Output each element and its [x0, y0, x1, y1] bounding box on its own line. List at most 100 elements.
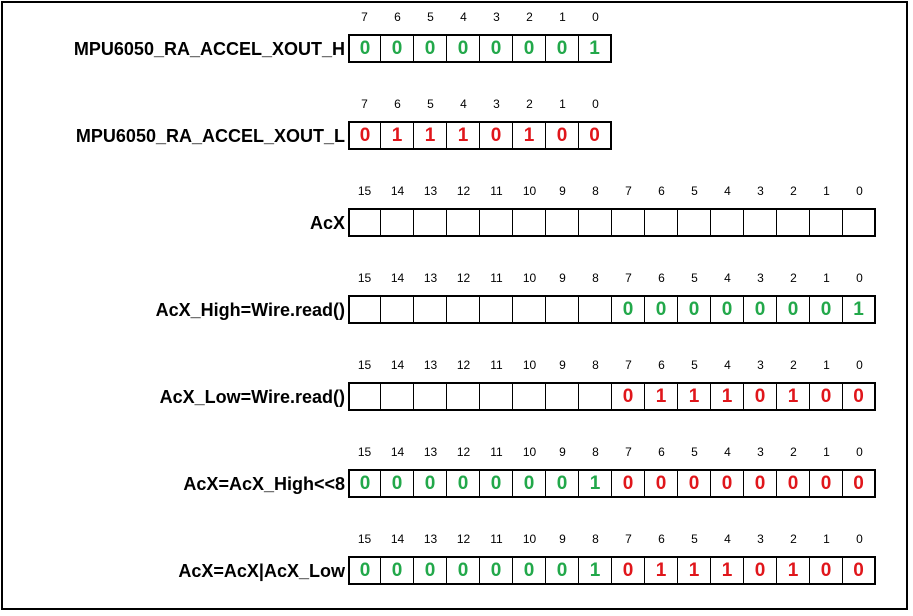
row-label: AcX_Low=Wire.read(): [159, 387, 345, 407]
bit-cell: 0: [513, 469, 546, 498]
bit-index: 13: [423, 184, 438, 198]
bit-cell: 0: [810, 469, 843, 498]
bit-index: 12: [456, 184, 471, 198]
bit-index: 8: [592, 184, 599, 198]
bit-cell: 0: [579, 121, 612, 150]
bit-cell: [447, 208, 480, 237]
bit-cell: 0: [612, 556, 645, 585]
bit-index: 7: [625, 358, 632, 372]
bit-cell: [513, 295, 546, 324]
bit-index: 5: [691, 184, 698, 198]
bit-cell: 0: [447, 34, 480, 63]
bit-index: 7: [625, 445, 632, 459]
bit-index: 0: [856, 445, 863, 459]
bit-index: 10: [522, 358, 537, 372]
bit-index: 9: [559, 445, 566, 459]
bit-index: 1: [823, 532, 830, 546]
bit-cell: [744, 208, 777, 237]
bit-cell: 0: [381, 34, 414, 63]
row-label: AcX=AcX|AcX_Low: [178, 561, 345, 581]
row-label: MPU6050_RA_ACCEL_XOUT_L: [75, 126, 345, 146]
bit-cell: 0: [843, 556, 876, 585]
bit-index: 1: [823, 184, 830, 198]
bit-cell: [480, 208, 513, 237]
bit-index: 5: [427, 10, 434, 24]
bit-cell: [579, 295, 612, 324]
bit-cell: [579, 208, 612, 237]
bit-index: 12: [456, 358, 471, 372]
bit-cell: [579, 382, 612, 411]
bit-index: 6: [658, 532, 665, 546]
bit-index: 6: [394, 10, 401, 24]
bit-cell: [414, 295, 447, 324]
bit-index: 3: [757, 184, 764, 198]
bit-cell: 0: [711, 295, 744, 324]
bit-cell: 1: [645, 382, 678, 411]
bit-cell: 0: [480, 469, 513, 498]
bit-index: 11: [490, 532, 503, 546]
bit-index: 10: [522, 532, 537, 546]
row-label: AcX: [309, 213, 345, 233]
bit-index: 13: [423, 445, 438, 459]
bit-index: 7: [361, 10, 368, 24]
bit-index: 14: [390, 184, 405, 198]
bit-cell: 0: [843, 469, 876, 498]
bit-cell: 0: [546, 34, 579, 63]
bit-cell: [612, 208, 645, 237]
bit-index: 11: [490, 184, 503, 198]
bit-index: 13: [423, 358, 438, 372]
bit-index: 0: [856, 532, 863, 546]
bit-cell: 1: [711, 382, 744, 411]
bit-cell: [711, 208, 744, 237]
bit-cell: [645, 208, 678, 237]
bit-cell: 0: [348, 556, 381, 585]
bit-index: 7: [625, 271, 632, 285]
bit-index: 9: [559, 532, 566, 546]
bit-index: 0: [856, 271, 863, 285]
bit-index: 1: [823, 358, 830, 372]
bit-cell: [777, 208, 810, 237]
bit-cell: 1: [645, 556, 678, 585]
bit-index: 2: [526, 97, 533, 111]
bit-index: 12: [456, 445, 471, 459]
bit-cell: [513, 382, 546, 411]
bit-index: 5: [691, 358, 698, 372]
bit-cell: [414, 382, 447, 411]
bit-index: 1: [559, 97, 566, 111]
bit-cell: 0: [447, 556, 480, 585]
bit-index: 15: [357, 184, 372, 198]
bit-index: 2: [526, 10, 533, 24]
bit-cell: 0: [348, 34, 381, 63]
bit-cell: 0: [414, 34, 447, 63]
bit-cell: 0: [744, 295, 777, 324]
bit-index: 4: [460, 10, 467, 24]
bit-index: 15: [357, 445, 372, 459]
bit-index: 11: [490, 271, 503, 285]
bit-cell: 0: [612, 382, 645, 411]
bit-cell: [843, 208, 876, 237]
bit-index: 4: [724, 445, 731, 459]
bit-cell: 0: [480, 34, 513, 63]
bit-index: 10: [522, 184, 537, 198]
bit-index: 5: [691, 445, 698, 459]
bit-index: 13: [423, 532, 438, 546]
bit-cell: [546, 382, 579, 411]
bit-index: 15: [357, 358, 372, 372]
bit-index: 0: [592, 10, 599, 24]
bit-index: 6: [658, 358, 665, 372]
bit-cell: 0: [711, 469, 744, 498]
bit-cell: 0: [447, 469, 480, 498]
bit-index: 1: [559, 10, 566, 24]
bit-cell: 0: [381, 556, 414, 585]
bit-cell: 0: [546, 469, 579, 498]
bit-index: 12: [456, 271, 471, 285]
bit-index: 9: [559, 184, 566, 198]
bit-cell: 1: [678, 382, 711, 411]
bit-index: 4: [724, 184, 731, 198]
bit-cell: [546, 208, 579, 237]
bit-cell: 0: [414, 556, 447, 585]
bit-index: 9: [559, 358, 566, 372]
